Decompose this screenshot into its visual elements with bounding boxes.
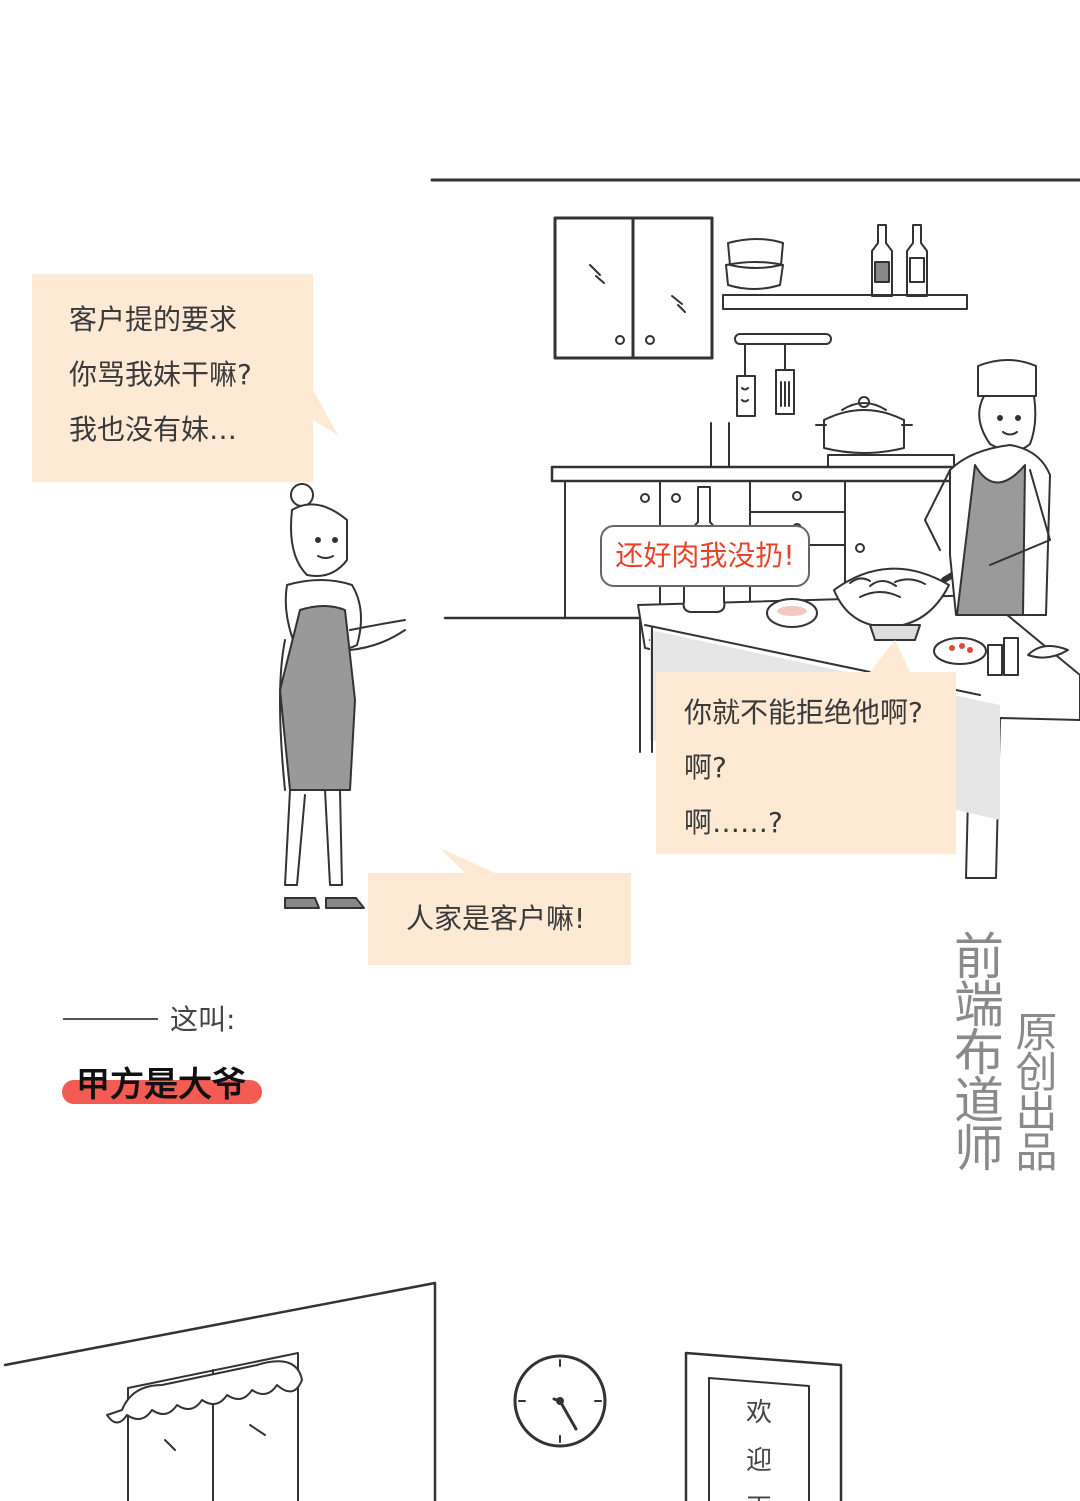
slogan-text: 甲方是大爷 <box>76 1065 246 1105</box>
bubble-text-line: 人家是客户嘛! <box>406 902 586 935</box>
watermark-brand: 前端布道师 <box>946 930 1004 1170</box>
utensil-rail <box>734 333 832 417</box>
wall-cabinet <box>553 216 714 360</box>
woman <box>279 483 406 909</box>
bubble-text-line: 客户提的要求 <box>69 303 238 336</box>
chef-caption: 还好肉我没扔! <box>600 525 810 587</box>
shop-sign-char: 迎 <box>746 1446 773 1476</box>
bubble-text-line: 你就不能拒绝他啊? <box>684 696 923 729</box>
speech-bubble-bottom: 人家是客户嘛! <box>368 873 631 965</box>
bubble-text-line: 我也没有妹… <box>69 413 238 446</box>
bubble-2-tail <box>870 640 910 672</box>
bubble-text-line: 啊……? <box>684 806 783 839</box>
bubble-1-tail <box>313 390 338 435</box>
bubble-text-line: 啊? <box>684 751 727 784</box>
speech-bubble-top-left: 客户提的要求 你骂我妹干嘛? 我也没有妹… <box>32 274 313 482</box>
caption-dash <box>63 1018 158 1020</box>
shop-sign-frame <box>684 1351 843 1501</box>
pot <box>815 396 955 468</box>
bubble-3-tail <box>440 848 495 873</box>
slogan-highlight <box>62 1080 262 1104</box>
shelf <box>722 224 968 310</box>
chef <box>924 359 1051 616</box>
shop-sign-char: 欢 <box>746 1398 773 1428</box>
watermark-original: 原创出品 <box>1009 1010 1058 1170</box>
pepper-bowl <box>933 637 987 665</box>
wok <box>833 565 967 641</box>
shop-scene <box>3 1281 843 1501</box>
shop-sign-char: 再 <box>746 1488 772 1501</box>
bubble-text-line: 你骂我妹干嘛? <box>69 358 252 391</box>
speech-bubble-right: 你就不能拒绝他啊? 啊? 啊……? <box>656 672 956 854</box>
caption-intro: 这叫: <box>170 1003 236 1036</box>
